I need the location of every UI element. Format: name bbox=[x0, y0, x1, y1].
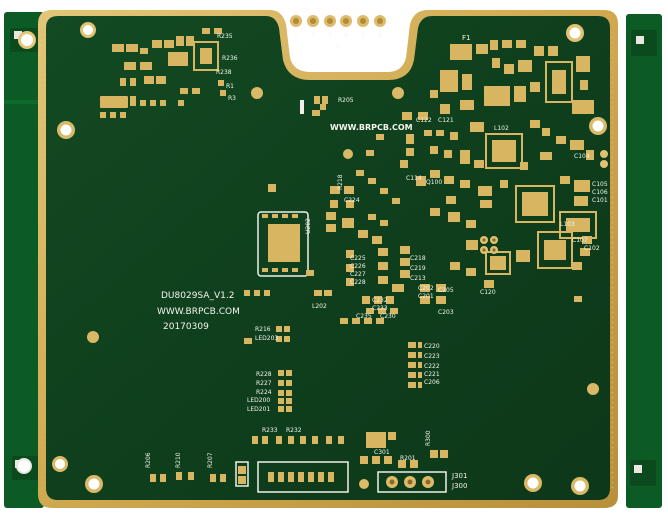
refdes-c202: C202 bbox=[418, 285, 434, 292]
refdes-c218: C218 bbox=[410, 255, 426, 262]
via-cluster bbox=[480, 150, 608, 254]
right-breakaway-rail bbox=[626, 14, 662, 508]
pin-label-2: 2 bbox=[311, 32, 315, 39]
refdes-c201: C201 bbox=[418, 293, 434, 300]
rail-fiducial-right-bottom bbox=[634, 465, 642, 473]
refdes-r224: R224 bbox=[256, 389, 272, 396]
refdes-c221: C221 bbox=[424, 371, 440, 378]
refdes-r218: R218 bbox=[337, 174, 344, 190]
refdes-c205: C205 bbox=[438, 287, 454, 294]
refdes-c222: C222 bbox=[424, 363, 440, 370]
refdes-c213: C213 bbox=[410, 275, 426, 282]
refdes-j300: J300 bbox=[451, 482, 467, 490]
refdes-r1: R1 bbox=[226, 83, 234, 90]
rail-fiducial-left-top bbox=[14, 31, 22, 39]
refdes-f1: F1 bbox=[462, 34, 470, 42]
main-board bbox=[38, 10, 618, 508]
refdes-q100: Q100 bbox=[426, 179, 442, 186]
refdes-c301: C301 bbox=[374, 449, 390, 456]
refdes-led200: LED200 bbox=[247, 397, 270, 404]
refdes-c225: C225 bbox=[350, 255, 366, 262]
refdes-c104: C104 bbox=[574, 153, 590, 160]
header-j1: 1 2 3 4 5 6 J1 bbox=[290, 15, 386, 49]
refdes-c220: C220 bbox=[424, 343, 440, 350]
power-cluster bbox=[400, 40, 597, 288]
refdes-r300: R300 bbox=[425, 430, 432, 446]
refdes-r238: R238 bbox=[216, 69, 232, 76]
refdes-r233: R233 bbox=[262, 427, 278, 434]
r205-area bbox=[300, 96, 328, 116]
refdes-r227: R227 bbox=[256, 380, 272, 387]
pin-label-5: 5 bbox=[361, 32, 365, 39]
refdes-led203: LED203 bbox=[255, 335, 278, 342]
refdes-c203: C203 bbox=[438, 309, 454, 316]
refdes-j301: J301 bbox=[451, 472, 467, 480]
refdes-r210: R210 bbox=[175, 452, 182, 468]
refdes-c223: C223 bbox=[424, 353, 440, 360]
refdes-c224: C224 bbox=[344, 197, 360, 204]
refdes-r228: R228 bbox=[256, 371, 272, 378]
refdes-r207: R207 bbox=[207, 452, 214, 468]
refdes-c227: C227 bbox=[350, 271, 366, 278]
refdes-l202: L202 bbox=[312, 303, 327, 310]
board-website-label: WWW.BRPCB.COM bbox=[157, 307, 240, 317]
top-website-label: WWW.BRPCB.COM bbox=[330, 123, 413, 132]
refdes-c233: C233 bbox=[372, 305, 388, 312]
refdes-c120: C120 bbox=[480, 289, 496, 296]
refdes-c105: C105 bbox=[592, 181, 608, 188]
top-left-cluster bbox=[100, 28, 226, 118]
led-cluster bbox=[276, 326, 292, 412]
ic-u202 bbox=[257, 184, 309, 277]
refdes-c106: C106 bbox=[592, 189, 608, 196]
refdes-c114: C114 bbox=[406, 175, 422, 182]
c220-cluster bbox=[408, 342, 422, 388]
refdes-r232: R232 bbox=[286, 427, 302, 434]
left-breakaway-rail bbox=[4, 12, 44, 508]
refdes-c122: C122 bbox=[416, 117, 432, 124]
center-capacitors bbox=[306, 186, 446, 324]
refdes-u202: U202 bbox=[305, 218, 312, 234]
refdes-c102: C102 bbox=[584, 245, 600, 252]
refdes-r205: R205 bbox=[338, 97, 354, 104]
refdes-c121: C121 bbox=[438, 117, 454, 124]
refdes-r236: R236 bbox=[222, 55, 238, 62]
pin-label-1: 1 bbox=[294, 32, 298, 39]
misc-pads bbox=[244, 104, 582, 344]
refdes-l102: L102 bbox=[494, 125, 509, 132]
pin-label-4: 4 bbox=[344, 32, 348, 39]
mounting-holes bbox=[18, 22, 607, 495]
board-name-label: DU8029SA_V1.2 bbox=[161, 291, 234, 301]
refdes-c107: C107 bbox=[572, 237, 588, 244]
refdes-r206: R206 bbox=[145, 452, 152, 468]
refdes-r235: R235 bbox=[217, 33, 233, 40]
refdes-c226: C226 bbox=[350, 263, 366, 270]
connector-label: J1 bbox=[334, 42, 341, 49]
refdes-c219: C219 bbox=[410, 265, 426, 272]
refdes-c232: C232 bbox=[372, 297, 388, 304]
refdes-c235: C235 bbox=[356, 313, 372, 320]
refdes-r3: R3 bbox=[228, 95, 236, 102]
refdes-c228: C228 bbox=[350, 279, 366, 286]
refdes-c230: C230 bbox=[380, 313, 396, 320]
refdes-r216: R216 bbox=[255, 326, 271, 333]
refdes-l103: L103 bbox=[560, 221, 575, 228]
pin-label-6: 6 bbox=[378, 32, 382, 39]
refdes-c206: C206 bbox=[424, 379, 440, 386]
rail-fiducial-right-top bbox=[636, 36, 644, 44]
board-date-label: 20170309 bbox=[163, 322, 209, 332]
bottom-connectors bbox=[150, 432, 448, 493]
refdes-r201: R201 bbox=[400, 455, 416, 462]
refdes-c101: C101 bbox=[592, 197, 608, 204]
pin-label-3: 3 bbox=[328, 32, 332, 39]
refdes-led201: LED201 bbox=[247, 406, 270, 413]
